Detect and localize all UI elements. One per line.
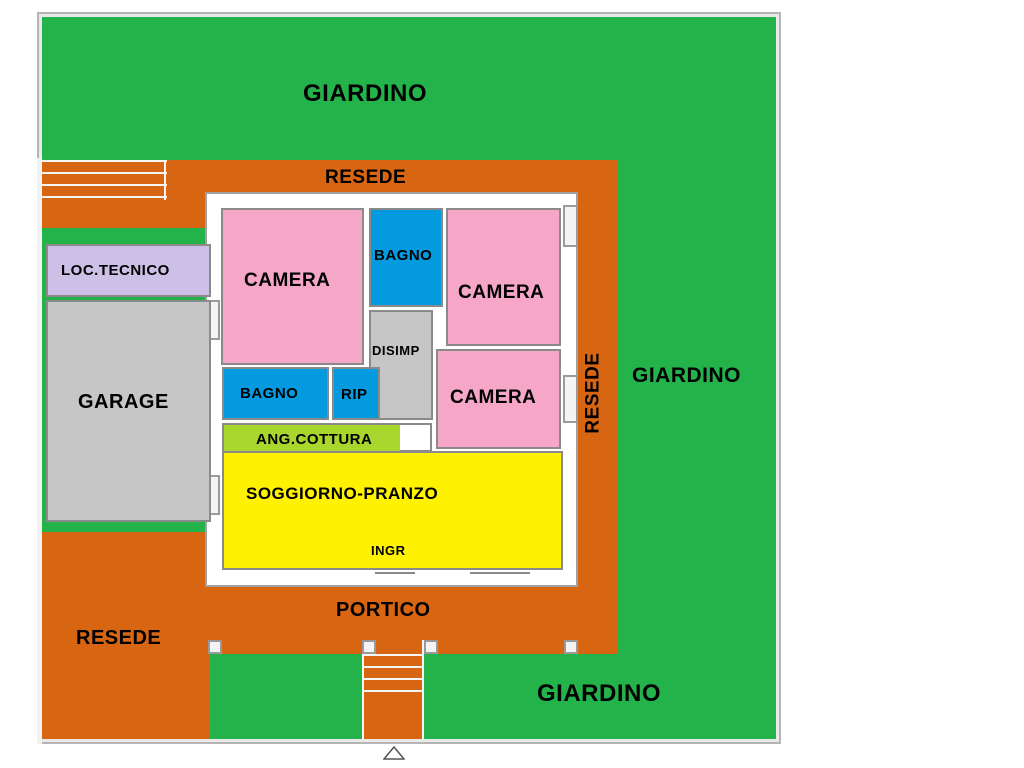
step-line <box>42 196 167 198</box>
step-line <box>42 184 167 186</box>
step-line <box>42 172 167 174</box>
room-camera-2 <box>446 208 561 346</box>
top-left-steps <box>42 160 167 200</box>
room-soggiorno-pranzo <box>222 451 563 570</box>
wall-segment <box>563 205 578 247</box>
step-edge <box>164 162 166 200</box>
room-camera-1 <box>221 208 364 365</box>
label-rip: RIP <box>341 386 368 403</box>
portico-post <box>362 640 376 654</box>
room-loc-tecnico <box>46 244 211 297</box>
portico-post <box>208 640 222 654</box>
label-ingr: INGR <box>371 543 406 558</box>
wall-segment <box>563 375 578 423</box>
room-garage <box>46 300 211 522</box>
label-garage: GARAGE <box>78 391 169 413</box>
label-soggiorno-pranzo: SOGGIORNO-PRANZO <box>246 484 439 503</box>
room-rip <box>332 367 380 420</box>
entry-path <box>362 640 424 739</box>
label-disimp: DISIMP <box>372 343 420 358</box>
room-bagno-1 <box>369 208 443 307</box>
portico-post <box>564 640 578 654</box>
garden-bottom-left-patch <box>212 654 362 739</box>
label-giardino-bottom: GIARDINO <box>537 680 661 707</box>
label-giardino-right: GIARDINO <box>632 364 741 387</box>
label-portico: PORTICO <box>336 599 431 621</box>
label-giardino-top: GIARDINO <box>303 80 427 107</box>
garden-bottom-right-patch <box>424 654 618 739</box>
label-resede-top: RESEDE <box>325 167 407 188</box>
resede-bottom-left <box>42 532 210 739</box>
label-resede-right: RESEDE <box>582 352 604 434</box>
room-ang-cottura <box>222 423 400 452</box>
label-camera-1: CAMERA <box>244 270 331 291</box>
step-line <box>364 690 422 692</box>
room-bagno-2 <box>222 367 329 420</box>
portico-post <box>424 640 438 654</box>
step-line <box>364 678 422 680</box>
room-camera-3 <box>436 349 561 449</box>
label-loc-tecnico: LOC.TECNICO <box>61 262 170 279</box>
label-bagno-2: BAGNO <box>240 385 299 402</box>
left-boundary-strip <box>37 158 42 744</box>
door-mark <box>470 572 530 574</box>
door-mark <box>375 572 415 574</box>
label-camera-3: CAMERA <box>450 387 537 408</box>
step-line <box>364 654 422 656</box>
kitchen-counter <box>400 423 432 452</box>
triangle-up-icon <box>383 746 405 760</box>
label-bagno-1: BAGNO <box>374 247 433 264</box>
label-ang-cottura: ANG.COTTURA <box>256 431 373 448</box>
label-camera-2: CAMERA <box>458 282 545 303</box>
label-resede-bottom-left: RESEDE <box>76 627 162 649</box>
step-line <box>364 666 422 668</box>
